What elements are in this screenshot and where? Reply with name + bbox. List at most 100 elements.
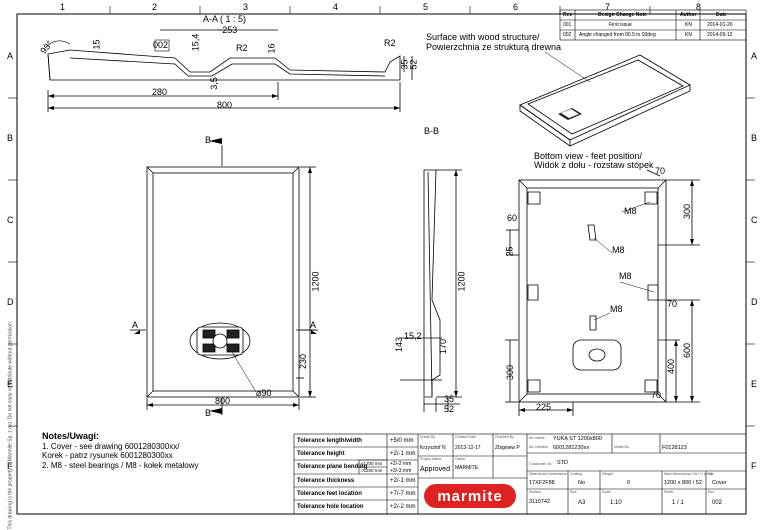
tb-drawn-label: Drawn By	[420, 435, 436, 439]
section-aa-profile	[47, 29, 413, 112]
grid-row-e-right: E	[751, 379, 758, 389]
section-aa-title: A-A ( 1 : 5)	[203, 14, 247, 24]
tb-art-no-label: Art. Number	[529, 445, 548, 449]
tb-checked-label: Checked By	[495, 435, 514, 439]
grid-row-e: E	[7, 379, 14, 389]
rev-header-date: Date	[716, 12, 727, 18]
tb-drawn: Krzysztof N	[420, 445, 446, 451]
tb-sheet-label: Sheet	[664, 490, 674, 494]
section-bb-title: B-B	[424, 126, 440, 136]
tb-size-label: Size	[570, 490, 577, 494]
notes-heading: Notes/Uwagi:	[42, 431, 100, 441]
bv-dim-60: 60	[507, 213, 518, 223]
tb-weight-label: Weight	[602, 472, 613, 476]
plan-marker-a-right: A	[310, 320, 317, 330]
notes-line-3: 2. M8 - steel bearings / M8 - kołek meta…	[42, 460, 199, 470]
grid-col-3: 3	[243, 2, 249, 12]
rev-row2-author: KN	[685, 32, 692, 38]
tol-thickness-value: +2/-1 mm	[390, 478, 416, 484]
rev-header-note: Design Change Note	[598, 12, 647, 18]
tb-status: Approved	[420, 466, 450, 473]
section-bb-profile	[400, 169, 462, 412]
tb-dims-label: Main dimensions L/W / H (mm)	[664, 472, 713, 476]
tb-model: F0128123	[662, 445, 687, 451]
dim-r2-b: R2	[384, 38, 396, 48]
tb-size: A3	[578, 500, 586, 506]
rev-row1-author: KN	[685, 22, 692, 28]
tb-checked: Zbigniew P	[495, 445, 520, 451]
grid-row-f: F	[7, 461, 13, 471]
plan-drain	[189, 322, 251, 360]
bv-m8-2: M8	[612, 245, 625, 255]
plan-dim-230: 230	[298, 353, 309, 370]
bottom-view-outline	[505, 169, 700, 416]
grid-row-b: B	[7, 133, 14, 143]
plan-marker-a-left: A	[132, 320, 139, 330]
tb-owner: MARMITE	[455, 465, 479, 471]
dim-800-aa: 800	[217, 100, 233, 110]
rev-row2-date: 2014-09-12	[707, 32, 733, 38]
plan-marker-b-bottom: B	[205, 408, 212, 418]
tb-date-label: Created Date	[455, 435, 476, 439]
revision-table-grid	[559, 9, 747, 41]
notes-line-2: Korek - patrz rysunek 6001280300xx	[42, 451, 173, 460]
bb-dim-15-2: 15,2	[404, 331, 422, 341]
dim-r2-a: R2	[236, 43, 248, 53]
grid-col-1: 1	[60, 2, 66, 12]
wood-note-pl: Powierzchnia ze strukturą drewna	[426, 42, 562, 52]
bv-dim-25: 25	[504, 246, 515, 257]
grid-col-8: 8	[696, 2, 702, 12]
dim-280: 280	[152, 87, 168, 97]
rev-row2-note: Angle changed from 90.5 to 93deg	[579, 32, 656, 38]
bb-dim-35: 35	[444, 394, 455, 404]
grid-col-4: 4	[333, 2, 339, 12]
grid-row-c: C	[7, 215, 14, 225]
dim-3-5: 3,5	[208, 77, 219, 90]
tol-bending-label: Tolerance plane bending	[297, 464, 368, 470]
grid-row-d: D	[7, 297, 14, 307]
bv-m8-3: M8	[619, 271, 632, 281]
bv-m8-4: M8	[610, 304, 623, 314]
rev-row1-note: First issue	[609, 22, 632, 28]
bv-dim-70-bot: 70	[651, 390, 662, 400]
wood-note-en: Surface with wood structure/	[426, 32, 540, 42]
tol-hole-value: +2/-2 mm	[390, 504, 416, 510]
isometric-tray	[519, 54, 691, 147]
tb-owner-label: Owner	[455, 457, 466, 461]
tol-length-label: Tolerance length/width	[297, 438, 362, 444]
tb-art-no: 6001281230xx	[553, 445, 590, 451]
rev-header-author: Author	[680, 12, 697, 18]
tb-material: 17XF2F88	[529, 480, 555, 486]
bv-m8-1: M8	[624, 206, 637, 216]
plan-dim-90: ⌀90	[256, 388, 272, 398]
bv-dim-300-left: 300	[505, 364, 516, 381]
plan-dim-800: 800	[215, 396, 231, 406]
tol-bending-sub1: ≤1200 mm	[361, 461, 383, 466]
bv-dim-600: 600	[682, 342, 693, 359]
tb-rev-label: Rev	[708, 490, 715, 494]
tb-material-label: Material and dimensions	[529, 472, 567, 476]
tol-hole-label: Tolerance hole location	[297, 504, 364, 510]
dim-16: 16	[266, 43, 277, 54]
bv-dim-400: 400	[666, 358, 677, 375]
tb-coating: No	[578, 480, 586, 486]
tb-weight: 0	[627, 480, 631, 486]
grid-col-5: 5	[423, 2, 429, 12]
tb-dims: 1200 x 800 / 52	[664, 480, 702, 486]
tol-bending-v1: +2/-2 mm	[390, 461, 412, 467]
plan-view-outline	[130, 145, 318, 415]
grid-row-a: A	[7, 51, 14, 61]
tb-file-label: File	[708, 472, 714, 476]
tol-feet-value: +7/-7 mm	[390, 491, 416, 497]
rev-header-rev: Rev	[563, 12, 573, 18]
side-legal-note: This drawing is the property of Marmite …	[7, 320, 14, 530]
grid-col-2: 2	[152, 2, 158, 12]
plan-dim-1200: 1200	[310, 271, 321, 292]
grid-row-c-right: C	[751, 215, 758, 225]
bv-dim-300-top: 300	[682, 203, 693, 220]
marmite-logo: marmite	[424, 484, 516, 508]
tb-surface: 3119742	[529, 499, 551, 505]
tb-surface-label: Surface	[529, 490, 542, 494]
bv-dim-70-top: 70	[655, 166, 666, 176]
